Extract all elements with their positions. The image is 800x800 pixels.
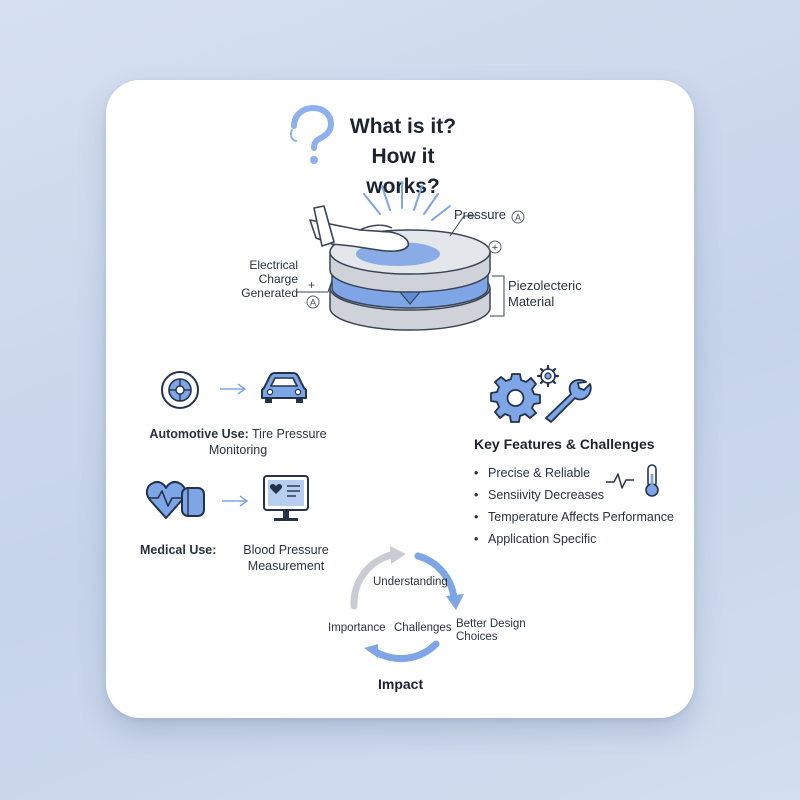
features-list: Precise & Reliable Sensiivity Decreases … xyxy=(474,462,674,550)
automotive-use-label: Automotive Use: Tire Pressure Monitoring xyxy=(138,426,338,458)
piezo-mechanism-illustration xyxy=(296,181,505,331)
svg-text:A: A xyxy=(310,298,316,308)
feature-item: Sensiivity Decreases xyxy=(474,484,674,506)
plus-symbol-top: + xyxy=(488,240,502,254)
svg-text:+: + xyxy=(492,242,498,254)
automotive-use-title: Automotive Use: xyxy=(149,427,249,441)
plus-symbol-left: + xyxy=(308,278,316,292)
material-label: Piezolecteric Material xyxy=(508,278,582,310)
pressure-rays xyxy=(363,181,451,221)
infographic-card xyxy=(106,80,694,718)
svg-text:A: A xyxy=(515,213,521,223)
charge-label: Electrical Charge Generated xyxy=(228,258,298,300)
ammeter-symbol-top: A xyxy=(511,210,525,224)
wrench-icon xyxy=(545,379,592,423)
feature-item: Temperature Affects Performance xyxy=(474,506,674,528)
automotive-use-text-1: Tire Pressure xyxy=(252,427,327,441)
arrow-icon-automotive xyxy=(220,383,247,395)
charge-label-line-3: Generated xyxy=(241,286,298,300)
medical-use-text: Blood Pressure Measurement xyxy=(236,542,336,574)
feature-item: Precise & Reliable xyxy=(474,462,674,484)
cycle-label-top: Understanding xyxy=(373,576,448,588)
cycle-label-left: Importance xyxy=(328,622,386,634)
question-mark-icon xyxy=(290,104,335,164)
material-label-line-2: Material xyxy=(508,294,555,309)
thermometer-icon xyxy=(645,464,659,497)
features-title: Key Features & Challenges xyxy=(474,436,655,452)
arrow-icon-medical xyxy=(222,495,249,507)
tire-icon xyxy=(161,371,199,409)
cycle-label-right-1: Better Design xyxy=(456,618,526,630)
car-icon xyxy=(261,372,307,403)
medical-use-title: Medical Use: xyxy=(140,543,217,557)
impact-cycle-diagram xyxy=(350,546,464,663)
title-line-1: What is it? xyxy=(349,115,457,138)
feature-item: Application Specific xyxy=(474,528,674,550)
cycle-label-right-2: Choices xyxy=(456,631,498,643)
gears-icon xyxy=(490,364,592,423)
medical-use-text-1: Blood Pressure xyxy=(243,543,329,557)
impact-caption: Impact xyxy=(378,676,424,692)
heart-cuff-icon xyxy=(145,480,205,519)
hand-icon xyxy=(309,205,410,252)
cycle-label-center: Challenges xyxy=(394,622,452,634)
charge-label-line-1: Electrical xyxy=(249,258,298,272)
monitor-icon xyxy=(263,475,309,521)
waveform-icon xyxy=(606,473,634,489)
charge-label-line-2: Charge xyxy=(258,272,298,286)
sensor-readout-icons xyxy=(606,464,659,497)
automotive-use-text-2: Monitoring xyxy=(208,443,268,457)
cycle-label-right: Better Design Choices xyxy=(456,618,526,644)
medical-use-text-2: Measurement xyxy=(247,559,325,573)
pressure-label: Pressure xyxy=(454,207,507,222)
ammeter-symbol-left: A xyxy=(306,295,320,309)
material-label-line-1: Piezolecteric xyxy=(508,278,582,293)
